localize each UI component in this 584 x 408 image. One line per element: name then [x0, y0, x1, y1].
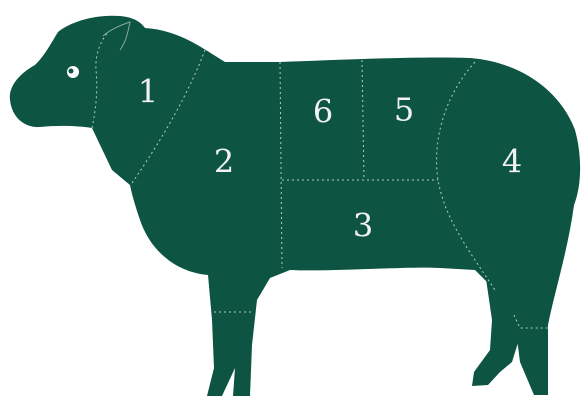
cut-label-loin: 5: [394, 91, 414, 129]
cut-label-leg: 4: [502, 143, 522, 181]
cut-label-rack: 6: [313, 93, 333, 131]
cut-label-neck: 1: [138, 73, 158, 111]
rear-leg: [472, 272, 522, 386]
cut-label-breast-flank: 3: [353, 207, 373, 245]
eye-pupil-icon: [69, 69, 74, 74]
cut-label-shoulder: 2: [214, 143, 234, 181]
